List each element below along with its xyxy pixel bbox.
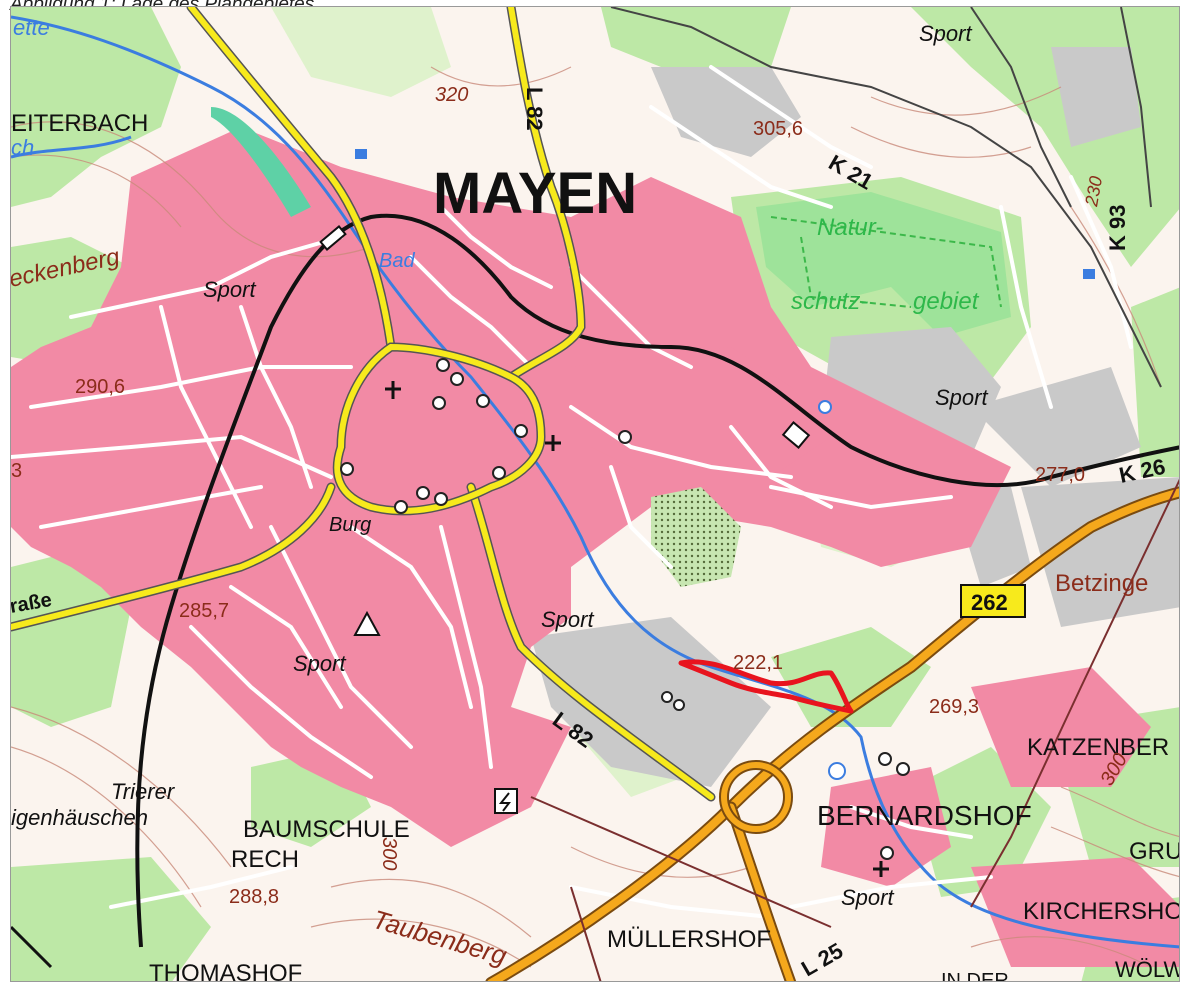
label-sport-east: Sport [935, 385, 988, 410]
label-grub: GRU [1129, 838, 1180, 865]
elevation-305: 305,6 [753, 118, 803, 140]
contour-lines [11, 66, 1179, 968]
settlement-kirchershof [971, 857, 1179, 967]
label-gebiet: gebiet [913, 288, 980, 315]
label-ette: ette [13, 15, 50, 40]
label-inder: IN DER [941, 970, 1009, 982]
church-crosses [385, 381, 889, 877]
city-label-mayen: MAYEN [433, 161, 637, 226]
label-sport-sw: Sport [293, 651, 346, 676]
minor-roads [610, 7, 1162, 388]
elevation-300-west: 300 [378, 837, 400, 870]
road-label-b262: 262 [971, 590, 1008, 615]
well-icon [818, 400, 832, 414]
info-icon-east [1083, 269, 1095, 279]
power-station-symbol [494, 788, 518, 814]
label-sport-nw: Sport [203, 277, 256, 302]
label-woelw: WÖLW [1115, 957, 1180, 982]
road-label-l82-north: L 82 [522, 87, 547, 131]
label-trierer: Trierer [111, 779, 176, 804]
railway-stub [11, 925, 53, 969]
map-symbols [340, 358, 910, 860]
pond-area [211, 107, 311, 217]
label-rech: RECH [231, 846, 299, 873]
label-bad: Bad [379, 250, 415, 272]
dotted-green-area [651, 487, 741, 587]
rivers [11, 15, 1179, 949]
lightning-icon [498, 792, 511, 812]
label-burg: Burg [329, 514, 371, 536]
station-symbol [781, 421, 811, 449]
label-kirchershof: KIRCHERSHO [1023, 898, 1180, 925]
elevation-320: 320 [435, 84, 468, 106]
label-thomashof: THOMASHOF [149, 960, 302, 982]
elevation-269: 269,3 [929, 696, 979, 718]
label-bernardshof: BERNARDSHOF [817, 800, 1032, 831]
topographic-map[interactable]: MAYEN Bad Burg Natur- schutz- gebiet Spo… [10, 6, 1180, 982]
bridge-symbol [319, 225, 347, 251]
elevation-277: 277,0 [1035, 464, 1085, 486]
settlement-east [571, 347, 831, 477]
yellow-roads [11, 7, 714, 800]
label-ch: ch [11, 135, 34, 160]
road-badge-b262 [960, 584, 1026, 618]
power-line-south [570, 886, 602, 981]
water-symbol-icon [828, 762, 846, 780]
nature-reserve-area [756, 192, 1011, 337]
label-katzenberg: KATZENBER [1027, 734, 1169, 761]
label-eiterbach: EITERBACH [11, 110, 148, 137]
ring-road [334, 343, 545, 514]
nature-reserve-boundary [770, 216, 1002, 308]
industrial-areas [531, 47, 1179, 787]
shelter-icon [353, 610, 381, 636]
road-label-k93: K 93 [1105, 205, 1130, 251]
power-line [530, 796, 832, 928]
plan-area-boundary[interactable] [678, 659, 854, 714]
label-sport-center: Sport [541, 607, 594, 632]
map-canvas[interactable]: MAYEN Bad Burg Natur- schutz- gebiet Spo… [11, 7, 1180, 982]
settlement-west [11, 387, 131, 507]
elevation-290: 290,6 [75, 376, 125, 398]
label-schutz: schutz- [791, 288, 868, 315]
label-haeuschen: igenhäuschen [11, 805, 148, 830]
elevation-288: 288,8 [229, 886, 279, 908]
settlement-bernardshof [821, 767, 951, 887]
elevation-285: 285,7 [179, 600, 229, 622]
label-sport-bottom: Sport [841, 885, 894, 910]
streets [11, 65, 1133, 919]
label-sport-top: Sport [919, 21, 972, 46]
label-baumschule: BAUMSCHULE [243, 816, 410, 843]
settlement-katzenberg [971, 667, 1151, 787]
info-icon [355, 149, 367, 159]
label-natur: Natur- [817, 214, 883, 241]
settlement-mayen [11, 127, 1011, 847]
power-line-east [970, 478, 1179, 908]
elevation-3: 3 [11, 460, 22, 482]
elevation-222: 222,1 [733, 652, 783, 674]
railway-line [135, 213, 1179, 948]
label-muellershof: MÜLLERSHOF [607, 926, 771, 953]
label-betzingen: Betzinge [1055, 570, 1148, 597]
